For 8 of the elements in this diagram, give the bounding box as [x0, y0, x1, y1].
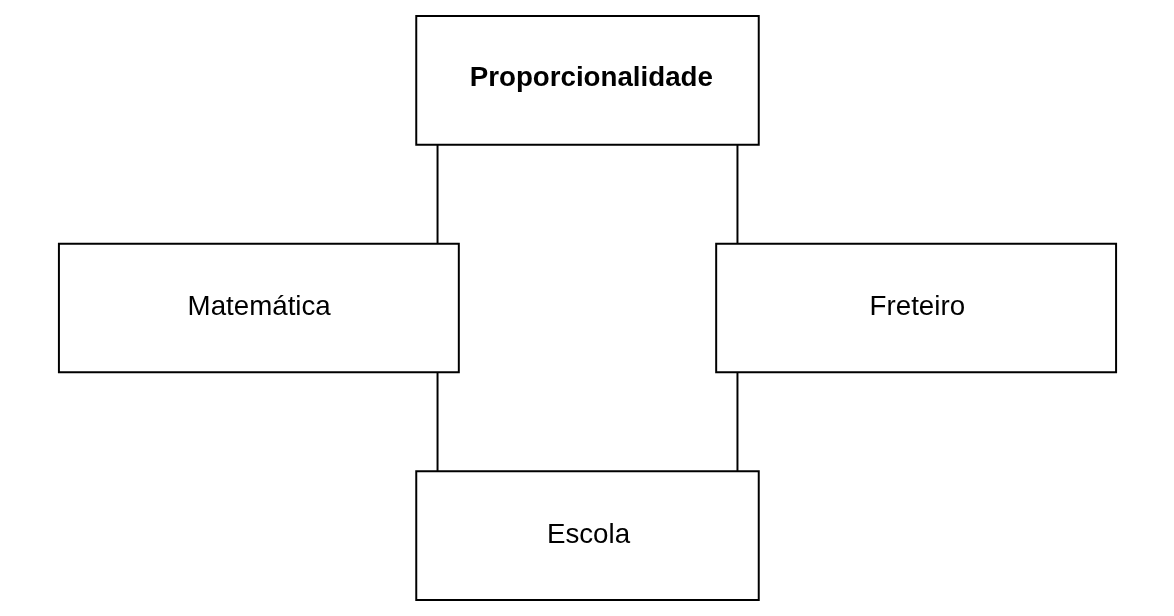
connector: [735, 144, 738, 245]
node-box: Escola: [414, 470, 760, 601]
connector: [436, 371, 439, 472]
node-box: Freteiro: [714, 242, 1117, 374]
node-box: Matemática: [57, 242, 460, 374]
connector: [735, 371, 738, 472]
node-box: Proporcionalidade: [414, 15, 760, 146]
connector: [436, 144, 439, 245]
